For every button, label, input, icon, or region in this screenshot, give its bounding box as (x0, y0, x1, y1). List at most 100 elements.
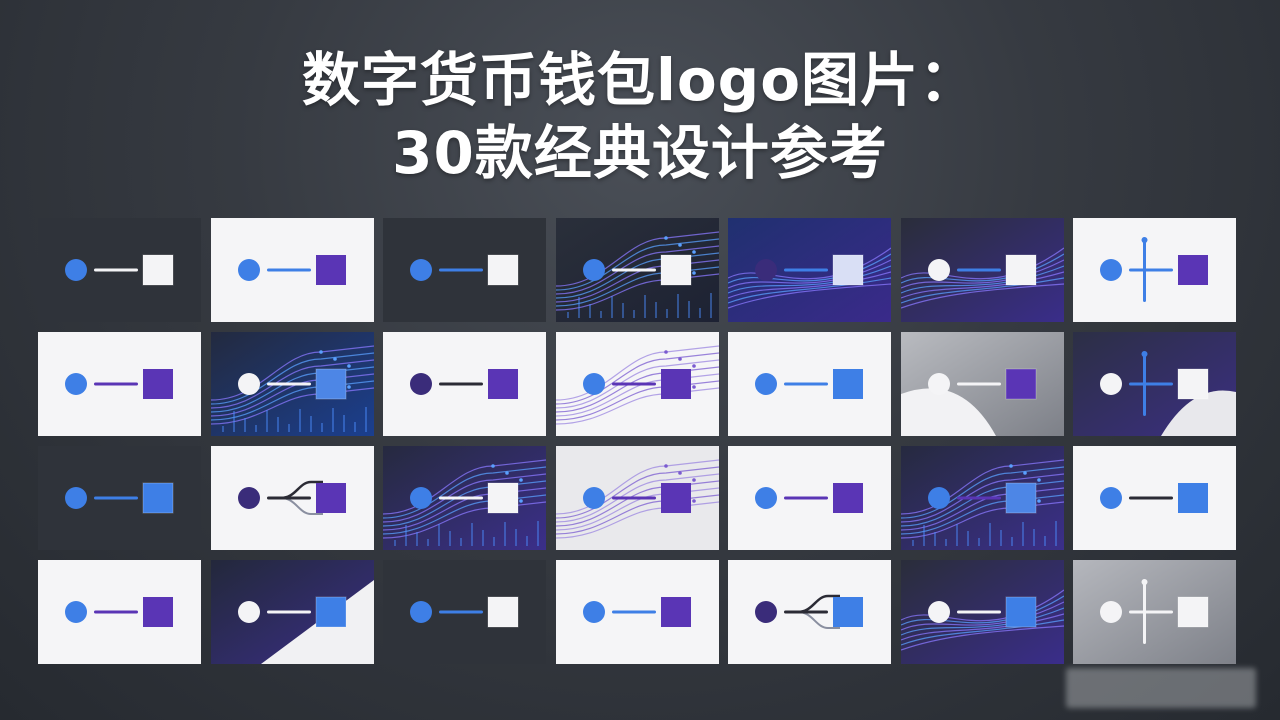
logo-card[interactable] (900, 446, 1064, 550)
logo-square (1177, 596, 1209, 628)
circuit-line (900, 601, 1064, 631)
logo-connector-line (94, 610, 138, 614)
logo-card[interactable] (210, 218, 374, 322)
circuit-line (210, 345, 374, 401)
logo-art (728, 560, 891, 664)
circuit-line (555, 459, 719, 515)
logo-card[interactable] (900, 218, 1064, 322)
logo-art (38, 446, 201, 550)
logo-card[interactable] (555, 218, 719, 322)
circuit-node (1008, 464, 1013, 468)
logo-card[interactable] (383, 218, 546, 322)
logo-circle (65, 601, 87, 623)
logo-art (1073, 446, 1236, 550)
logo-circle (582, 601, 605, 623)
logo-art (38, 332, 201, 436)
circuit-node (318, 350, 323, 354)
logo-card[interactable] (38, 560, 201, 664)
circuit-line (728, 271, 891, 299)
logo-circle (237, 373, 260, 395)
logo-square (487, 596, 519, 628)
logo-connector-line (956, 610, 1001, 614)
circuit-node (691, 364, 696, 368)
curve-shape (900, 388, 996, 436)
logo-circle (237, 601, 260, 623)
logo-card[interactable] (1073, 446, 1236, 550)
logo-circle (1100, 259, 1122, 281)
logo-circle (755, 487, 777, 509)
logo-circle (1100, 601, 1122, 623)
logo-square (315, 255, 346, 285)
logo-connector-line (1129, 382, 1173, 386)
page-title-line2: 30款经典设计参考 (392, 119, 888, 187)
logo-square (832, 254, 864, 286)
logo-circle (237, 259, 260, 281)
circuit-line (900, 283, 1064, 309)
logo-square (488, 369, 518, 399)
logo-card[interactable] (383, 446, 546, 550)
logo-square (833, 597, 863, 627)
logo-connector-line (611, 382, 656, 386)
circuit-node (691, 478, 696, 482)
circuit-line (900, 613, 1064, 641)
logo-card[interactable] (1073, 218, 1236, 322)
circuit-line (728, 283, 891, 309)
circuit-node (1022, 471, 1027, 475)
logo-connector-line (956, 382, 1001, 386)
logo-square (1005, 482, 1036, 514)
logo-circle (582, 259, 605, 281)
logo-square (487, 482, 519, 514)
logo-card[interactable] (555, 446, 719, 550)
logo-card[interactable] (38, 218, 201, 322)
logo-art (383, 560, 546, 664)
logo-card[interactable] (555, 332, 719, 436)
logo-card[interactable] (38, 446, 201, 550)
circuit-line (555, 466, 719, 519)
logo-card[interactable] (728, 332, 891, 436)
logo-square (1005, 596, 1036, 628)
logo-card[interactable] (1073, 332, 1236, 436)
logo-card[interactable] (555, 560, 719, 664)
logo-connector-line (94, 268, 138, 272)
logo-art (383, 446, 546, 550)
logo-square (1178, 483, 1208, 513)
logo-circle (927, 373, 950, 395)
logo-square (660, 483, 691, 513)
logo-card[interactable] (728, 446, 891, 550)
logo-square (660, 254, 691, 286)
logo-card[interactable] (1073, 560, 1236, 664)
logo-art (555, 218, 719, 322)
logo-square (315, 368, 346, 400)
logo-cross-node (1141, 237, 1148, 243)
logo-art (383, 218, 546, 322)
logo-card[interactable] (900, 560, 1064, 664)
logo-card[interactable] (210, 332, 374, 436)
logo-card[interactable] (900, 332, 1064, 436)
logo-card[interactable] (383, 332, 546, 436)
logo-card[interactable] (210, 446, 374, 550)
circuit-node (346, 385, 351, 389)
circuit-line (383, 459, 546, 515)
circuit-line (728, 259, 891, 289)
circuit-node (691, 250, 696, 254)
logo-card[interactable] (38, 332, 201, 436)
logo-card[interactable] (728, 218, 891, 322)
logo-art (383, 332, 546, 436)
logo-square (1177, 368, 1209, 400)
logo-card[interactable] (728, 560, 891, 664)
logo-card[interactable] (383, 560, 546, 664)
logo-connector-line (784, 268, 828, 272)
logo-art (900, 560, 1064, 664)
logo-circle (410, 601, 432, 623)
watermark (1066, 668, 1256, 708)
circuit-line (900, 607, 1064, 636)
logo-connector-line (784, 496, 828, 500)
circuit-line (383, 466, 546, 519)
circuit-line (900, 625, 1064, 651)
circuit-node (663, 236, 668, 240)
logo-card[interactable] (210, 560, 374, 664)
logo-art (900, 332, 1064, 436)
logo-art (1073, 218, 1236, 322)
circuit-line (555, 231, 719, 287)
logo-connector-line (611, 610, 656, 614)
